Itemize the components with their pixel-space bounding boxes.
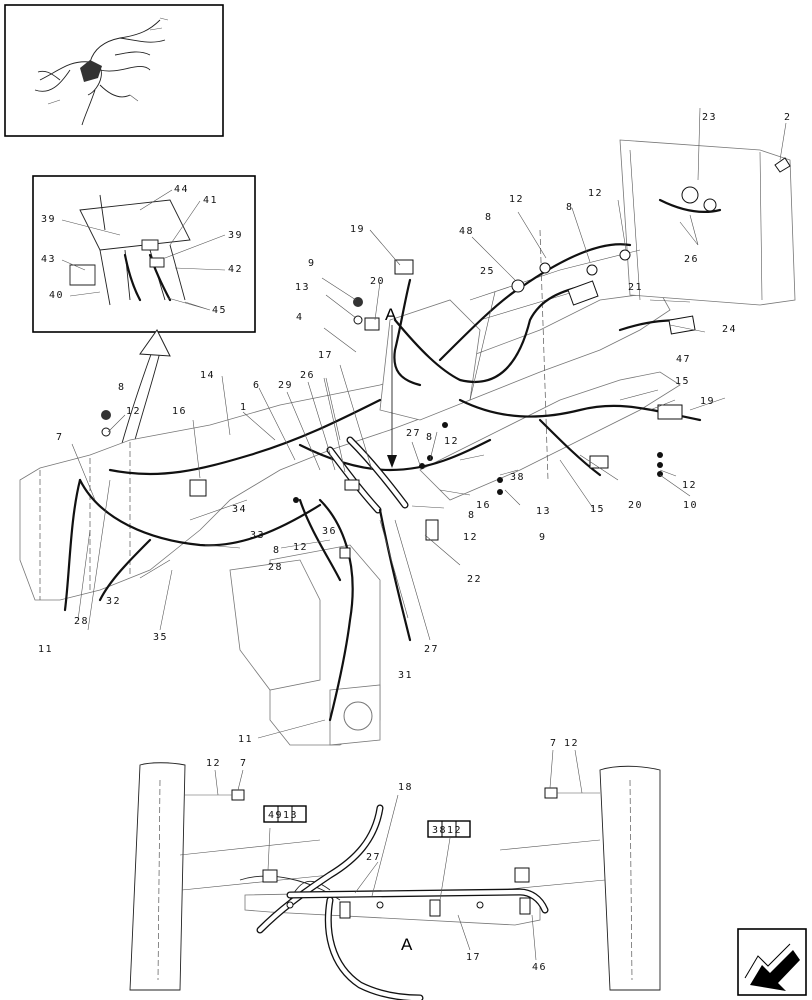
callout-12: 12 (126, 406, 141, 417)
callout-24: 24 (722, 324, 737, 335)
detail-callout-7: 7 (240, 758, 248, 769)
inset-callout-44: 44 (174, 184, 189, 195)
inset-detail (32, 175, 256, 333)
callout-8: 8 (118, 382, 126, 393)
ref-box-left: 4913 (263, 805, 307, 823)
callout-14: 14 (200, 370, 215, 381)
callout-28: 28 (74, 616, 89, 627)
leader-lines (71, 107, 787, 641)
callout-8: 8 (566, 202, 574, 213)
callout-4: 4 (296, 312, 304, 323)
callout-16: 16 (476, 500, 491, 511)
callout-48: 48 (459, 226, 474, 237)
callout-6: 6 (253, 380, 261, 391)
nav-arrow-icon[interactable] (737, 928, 807, 996)
detail-callout-27: 27 (366, 852, 381, 863)
callout-8: 8 (273, 545, 281, 556)
view-arrow-a (387, 325, 397, 468)
detail-callout-17: 17 (466, 952, 481, 963)
callout-31: 31 (398, 670, 413, 681)
callout-21: 21 (628, 282, 643, 293)
callout-12: 12 (682, 480, 697, 491)
callout-13: 13 (536, 506, 551, 517)
inset-callout-41: 41 (203, 195, 218, 206)
callout-12: 12 (588, 188, 603, 199)
callout-12: 12 (444, 436, 459, 447)
detail-callout-12: 12 (564, 738, 579, 749)
callout-29: 29 (278, 380, 293, 391)
callout-8: 8 (485, 212, 493, 223)
overview-thumbnail (4, 4, 224, 137)
callout-20: 20 (628, 500, 643, 511)
callout-7: 7 (56, 432, 64, 443)
detail-callout-46: 46 (532, 962, 547, 973)
callout-12: 12 (509, 194, 524, 205)
callout-36: 36 (322, 526, 337, 537)
callout-11: 11 (238, 734, 253, 745)
callout-2: 2 (784, 112, 792, 123)
ref-box-left-label: 4913 (268, 810, 298, 821)
detail-callout-18: 18 (398, 782, 413, 793)
ref-box-right-label: 3812 (432, 825, 462, 836)
view-label-a-top: A (385, 305, 397, 324)
callout-27: 27 (424, 644, 439, 655)
callout-9: 9 (308, 258, 316, 269)
inset-callout-43: 43 (41, 254, 56, 265)
ref-box-right: 3812 (427, 820, 471, 838)
callout-25: 25 (480, 266, 495, 277)
callout-19: 19 (350, 224, 365, 235)
callout-10: 10 (683, 500, 698, 511)
inset-callout-39: 39 (228, 230, 243, 241)
inset-callout-40: 40 (49, 290, 64, 301)
callout-11: 11 (38, 644, 53, 655)
callout-38: 38 (510, 472, 525, 483)
callout-19: 19 (700, 396, 715, 407)
detail-view-a (129, 749, 661, 1000)
detail-callout-12: 12 (206, 758, 221, 769)
inset-callout-42: 42 (228, 264, 243, 275)
callout-16: 16 (172, 406, 187, 417)
callout-12: 12 (463, 532, 478, 543)
callout-9: 9 (539, 532, 547, 543)
view-label-a-bottom: A (401, 935, 413, 954)
callout-47: 47 (676, 354, 691, 365)
callout-23: 23 (702, 112, 717, 123)
callout-26: 26 (684, 254, 699, 265)
callout-8: 8 (468, 510, 476, 521)
callout-1: 1 (240, 402, 248, 413)
callout-12: 12 (293, 542, 308, 553)
callout-27: 27 (406, 428, 421, 439)
callout-13: 13 (295, 282, 310, 293)
callout-33: 33 (250, 530, 265, 541)
callout-20: 20 (370, 276, 385, 287)
callout-15: 15 (590, 504, 605, 515)
callout-26: 26 (300, 370, 315, 381)
callout-22: 22 (467, 574, 482, 585)
detail-callout-7: 7 (550, 738, 558, 749)
callout-32: 32 (106, 596, 121, 607)
callout-15: 15 (675, 376, 690, 387)
callout-34: 34 (232, 504, 247, 515)
inset-callout-39: 39 (41, 214, 56, 225)
inset-callout-45: 45 (212, 305, 227, 316)
callout-35: 35 (153, 632, 168, 643)
callout-28: 28 (268, 562, 283, 573)
callout-17: 17 (318, 350, 333, 361)
inset-leaders (61, 189, 226, 311)
callout-8: 8 (426, 432, 434, 443)
connectors (101, 157, 791, 559)
